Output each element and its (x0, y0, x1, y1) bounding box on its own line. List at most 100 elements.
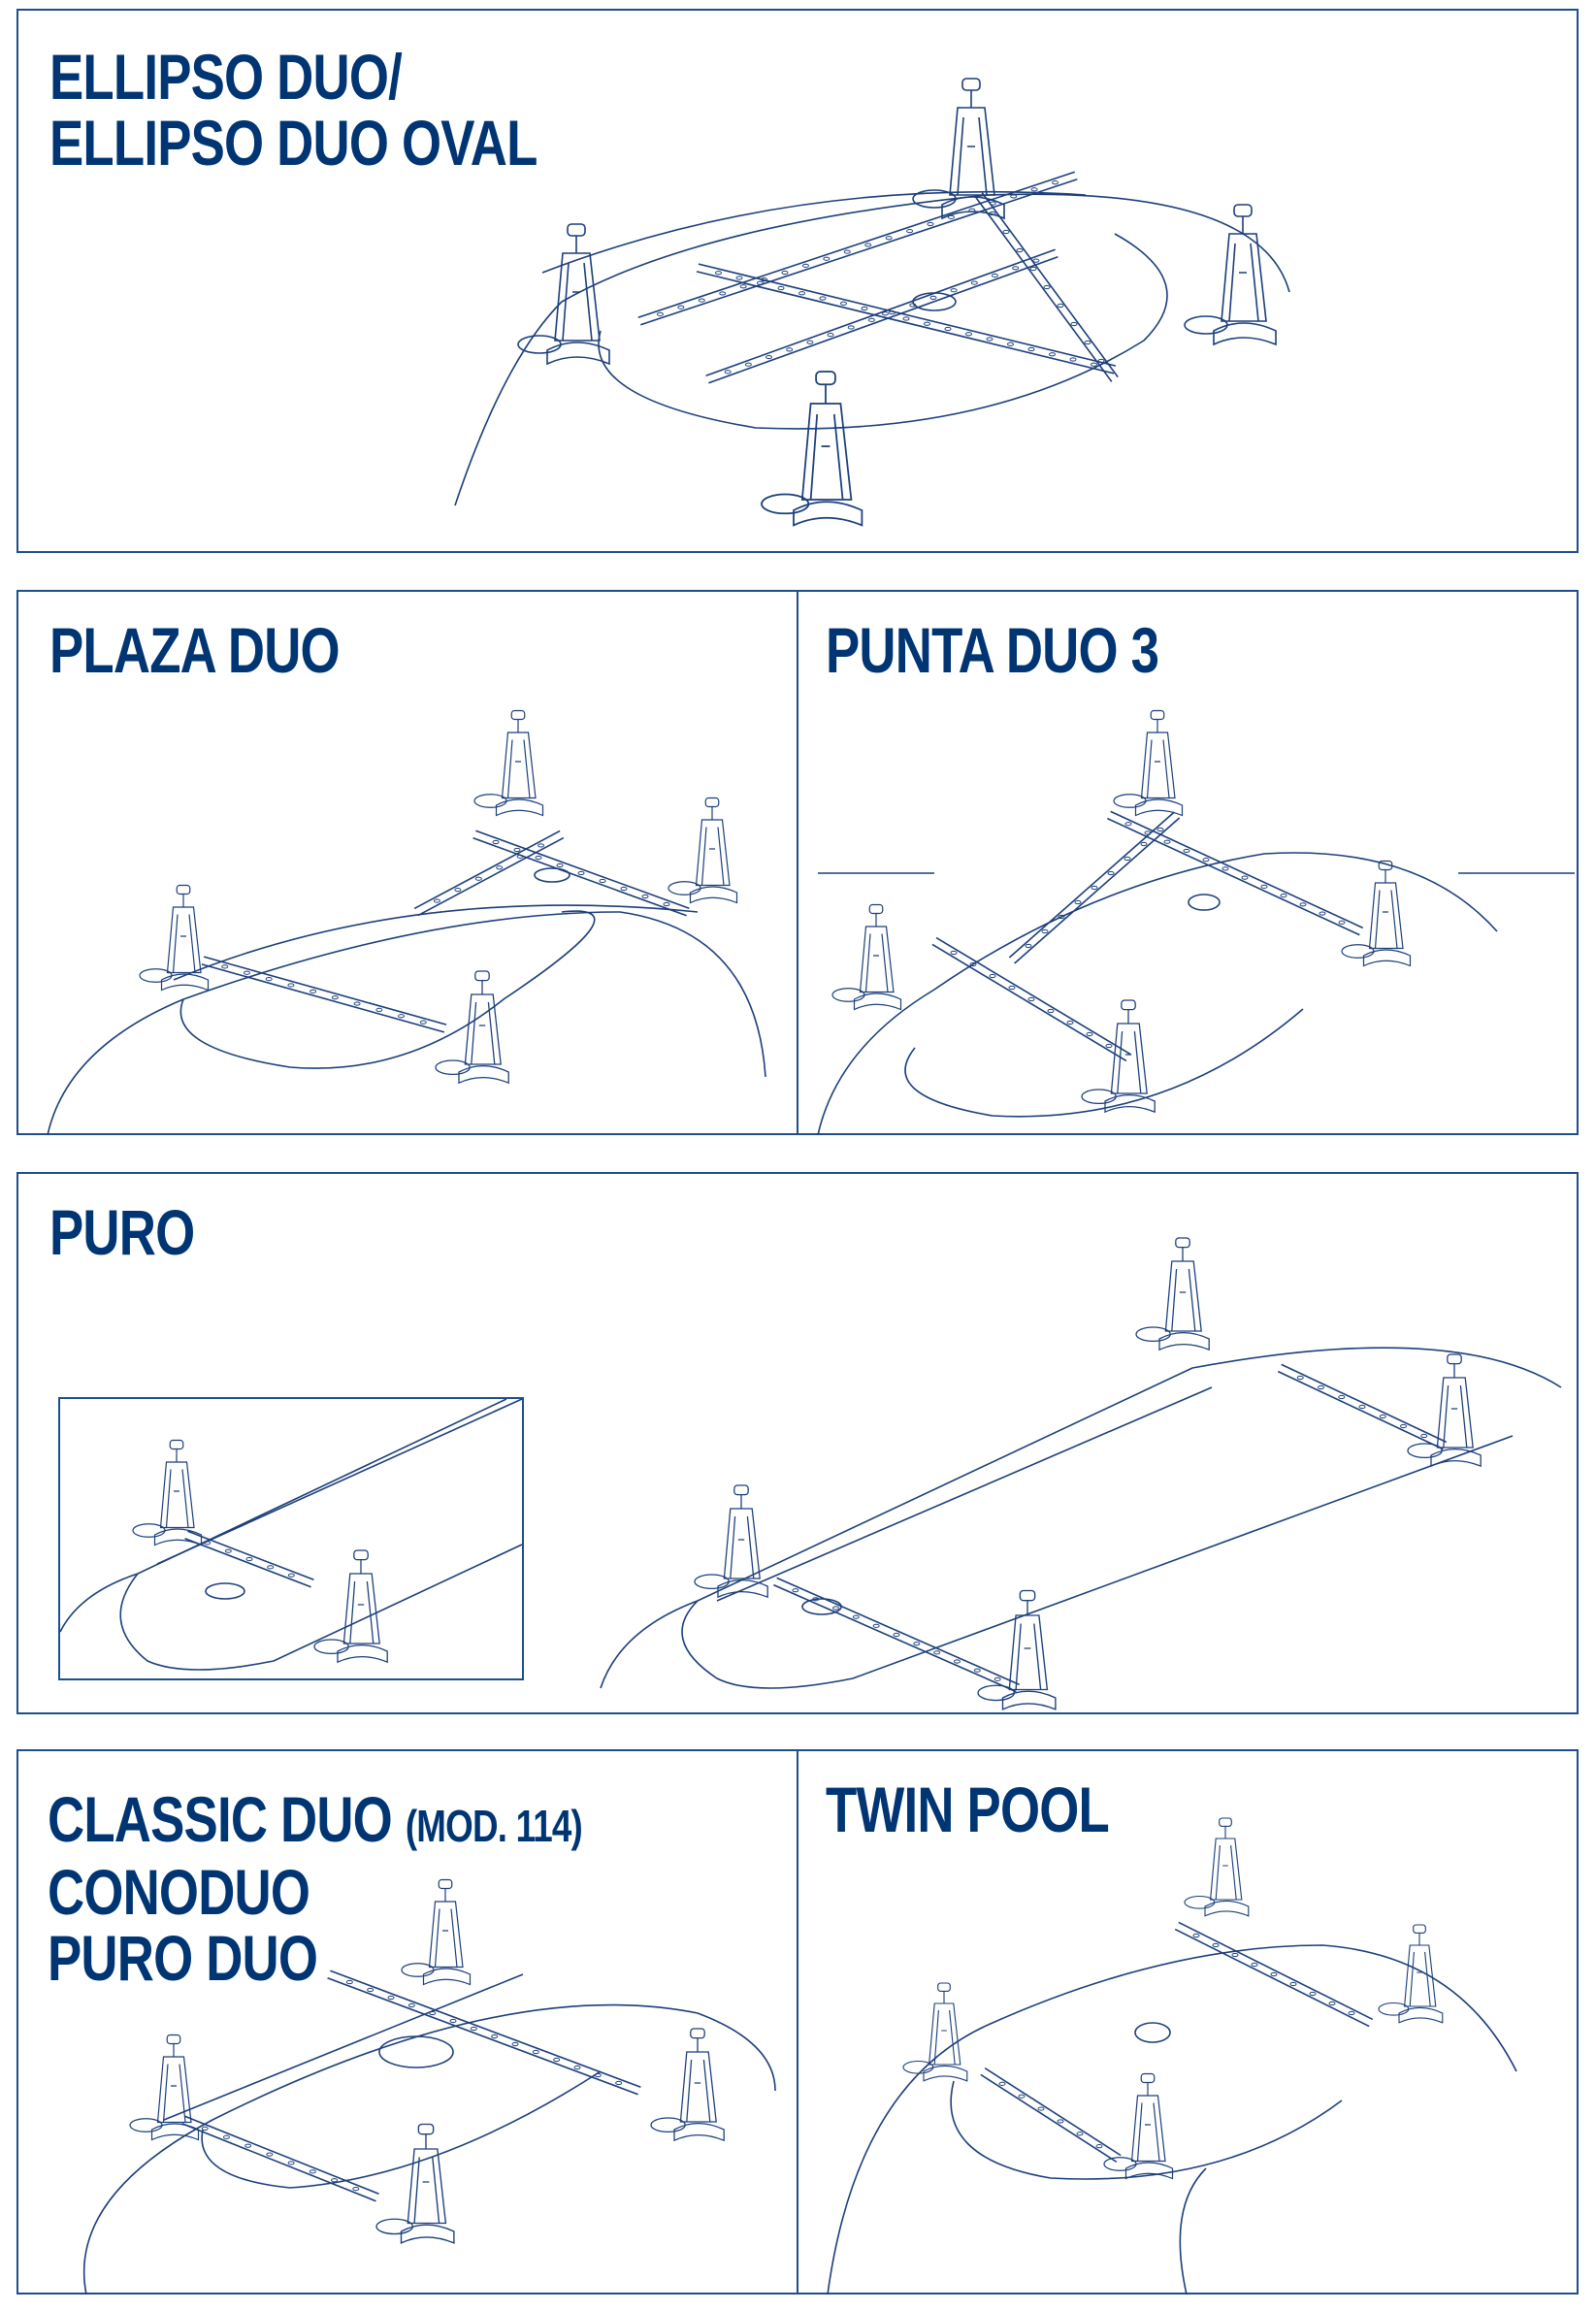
adjuster-knob-icon (1140, 2072, 1156, 2084)
suction-cup (435, 1059, 471, 1076)
stand-foot (458, 1064, 509, 1085)
line-art (349, 1580, 375, 1644)
strap-hole (798, 291, 805, 296)
stand-body (800, 403, 853, 501)
line-art (471, 1001, 496, 1065)
line-art (1277, 1370, 1444, 1450)
suction-cup (129, 2118, 163, 2132)
strap-hole (1027, 996, 1035, 1002)
strap-hole (553, 2057, 561, 2063)
strap-hole (893, 1632, 900, 1638)
stand-foot (923, 2065, 968, 2082)
tank-lid (1188, 894, 1221, 911)
line-art (184, 2115, 379, 2196)
adjuster-knob-icon (690, 2028, 705, 2039)
line-art (975, 196, 1113, 382)
line-art (472, 837, 687, 917)
adjuster-knob-icon (1121, 999, 1136, 1011)
suction-cup (139, 968, 173, 983)
adjuster-knob-icon (169, 1439, 184, 1450)
strap-hole (735, 276, 743, 280)
suction-cup (1407, 1443, 1443, 1459)
panel-plaza-duo: PLAZA DUO (16, 590, 799, 1136)
stand-foot (400, 2224, 455, 2244)
tank-lid (1134, 2022, 1171, 2043)
strap-hole (419, 1020, 427, 1025)
strap-hole (615, 2080, 623, 2086)
stand-body (554, 252, 601, 342)
strap-hole (1032, 258, 1040, 263)
strap-hole (724, 370, 732, 374)
strap-hole (924, 321, 930, 326)
line-art (730, 1515, 755, 1579)
puro-illustration (600, 1237, 1562, 1710)
tank-outline (47, 911, 766, 1136)
line-art (981, 192, 1119, 378)
line-art (187, 1530, 314, 1581)
strap-hole (913, 1642, 921, 1646)
tank-outline (817, 852, 1498, 1136)
suction-cup (401, 1963, 435, 1977)
strap-hole (998, 2081, 1006, 2086)
strap (181, 2115, 379, 2202)
strap-hole (201, 2126, 209, 2131)
strap-hole (1212, 1942, 1220, 1948)
strap-hole (449, 2018, 457, 2024)
strap (1277, 1363, 1448, 1450)
strap-hole (375, 1007, 383, 1013)
strap (184, 1530, 314, 1588)
strap-hole (1052, 180, 1059, 185)
strap-hole (1319, 911, 1326, 916)
strap-hole (698, 298, 705, 303)
line-art (776, 1577, 1020, 1686)
adjuster-knob-icon (1019, 1589, 1036, 1602)
panel-title: PURO (49, 1196, 195, 1268)
strap-hole (1074, 899, 1082, 905)
suction-cup (1113, 794, 1147, 808)
suction-cup (668, 881, 701, 895)
stand-foot (673, 2122, 725, 2142)
stand-body (949, 107, 995, 196)
suction-cup (1103, 2157, 1137, 2171)
line-art (1171, 1268, 1196, 1332)
strap-hole (224, 1548, 232, 1553)
strap-hole (906, 229, 914, 234)
support-stand (902, 1982, 968, 2082)
strap (980, 2067, 1122, 2164)
support-stand (650, 2028, 725, 2142)
panel-title: ELLIPSO DUO/ ELLIPSO DUO OVAL (49, 44, 537, 176)
support-stand (1113, 709, 1184, 817)
strap-hole (965, 332, 972, 337)
stand-foot (495, 798, 544, 817)
strap-hole (947, 214, 955, 219)
tank-outline (827, 1944, 1517, 2295)
strap-hole (1420, 1433, 1428, 1439)
tank-outline (82, 2003, 776, 2295)
panel-ellipso-duo: ELLIPSO DUO/ ELLIPSO DUO OVAL (16, 9, 1579, 553)
support-stand (1407, 1353, 1482, 1468)
stand-body (407, 2148, 447, 2225)
panel-title: CLASSIC DUO (MOD. 114) CONODUO PURO DUO (48, 1786, 583, 1991)
line-art (957, 116, 988, 196)
suction-cup (694, 1574, 730, 1590)
panel-punta-duo-3: PUNTA DUO 3 (797, 590, 1579, 1136)
panel-puro: PURO (16, 1172, 1579, 1714)
strap-hole (927, 221, 934, 227)
adjuster-knob-icon (815, 371, 836, 386)
support-stand (694, 1484, 768, 1599)
suction-cup (473, 794, 507, 808)
strap-hole (885, 236, 893, 241)
stand-body (428, 1901, 464, 1969)
strap-hole (819, 296, 827, 301)
line-art (809, 413, 844, 501)
adjuster-knob-icon (1175, 1237, 1190, 1249)
tank-outline (1179, 2167, 1207, 2295)
strap-hole (1070, 321, 1078, 327)
adjuster-knob-icon (937, 1982, 951, 1992)
panel-twin-pool: TWIN POOL (797, 1749, 1579, 2295)
line-art (935, 936, 1131, 1056)
strap-hole (950, 288, 958, 293)
strap-hole (367, 1987, 375, 1993)
line-art (1015, 1623, 1042, 1690)
strap-hole (786, 347, 794, 352)
